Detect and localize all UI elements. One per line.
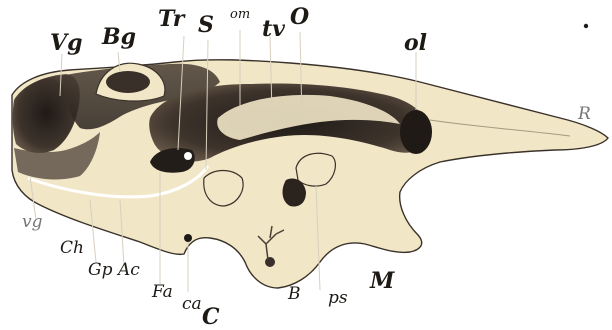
ca-foramen — [184, 234, 192, 242]
bg-cavity — [106, 71, 150, 93]
orbit-light-interior — [217, 94, 400, 140]
rostrum-line — [429, 119, 571, 137]
nerve-branch — [257, 225, 285, 261]
ps-recess — [282, 178, 306, 207]
label-o: O — [290, 4, 310, 30]
label-s-top: S — [198, 12, 214, 38]
lower-left-dark — [14, 132, 100, 180]
label-om: om — [230, 7, 251, 22]
fa-opening — [150, 148, 195, 173]
label-ch: Ch — [60, 238, 84, 258]
label-fa: Fa — [152, 282, 173, 302]
label-c: C — [202, 304, 220, 330]
label-vg: Vg — [50, 30, 83, 56]
label-ac: Ac — [118, 260, 140, 280]
ol-spot — [400, 110, 432, 154]
label-ol: ol — [404, 30, 428, 56]
label-b: B — [288, 284, 301, 304]
label-r: R — [578, 104, 591, 124]
label-vg-low: vg — [22, 212, 43, 232]
fa-white-dot — [184, 152, 192, 160]
nasal-capsule-dark-region — [12, 74, 80, 153]
plate-mark-dot — [583, 23, 589, 29]
label-m: M — [370, 268, 395, 294]
label-tv: tv — [262, 16, 285, 42]
white-groove — [27, 165, 210, 199]
label-ca: ca — [182, 294, 202, 314]
cartilage-bridge — [203, 169, 244, 207]
leader-lines — [29, 30, 417, 292]
b-foramen — [265, 257, 275, 267]
label-gp: Gp — [88, 260, 113, 280]
ps-process — [295, 152, 336, 187]
label-tr: Tr — [158, 6, 185, 32]
label-ps: ps — [328, 288, 348, 308]
label-bg: Bg — [102, 24, 136, 50]
